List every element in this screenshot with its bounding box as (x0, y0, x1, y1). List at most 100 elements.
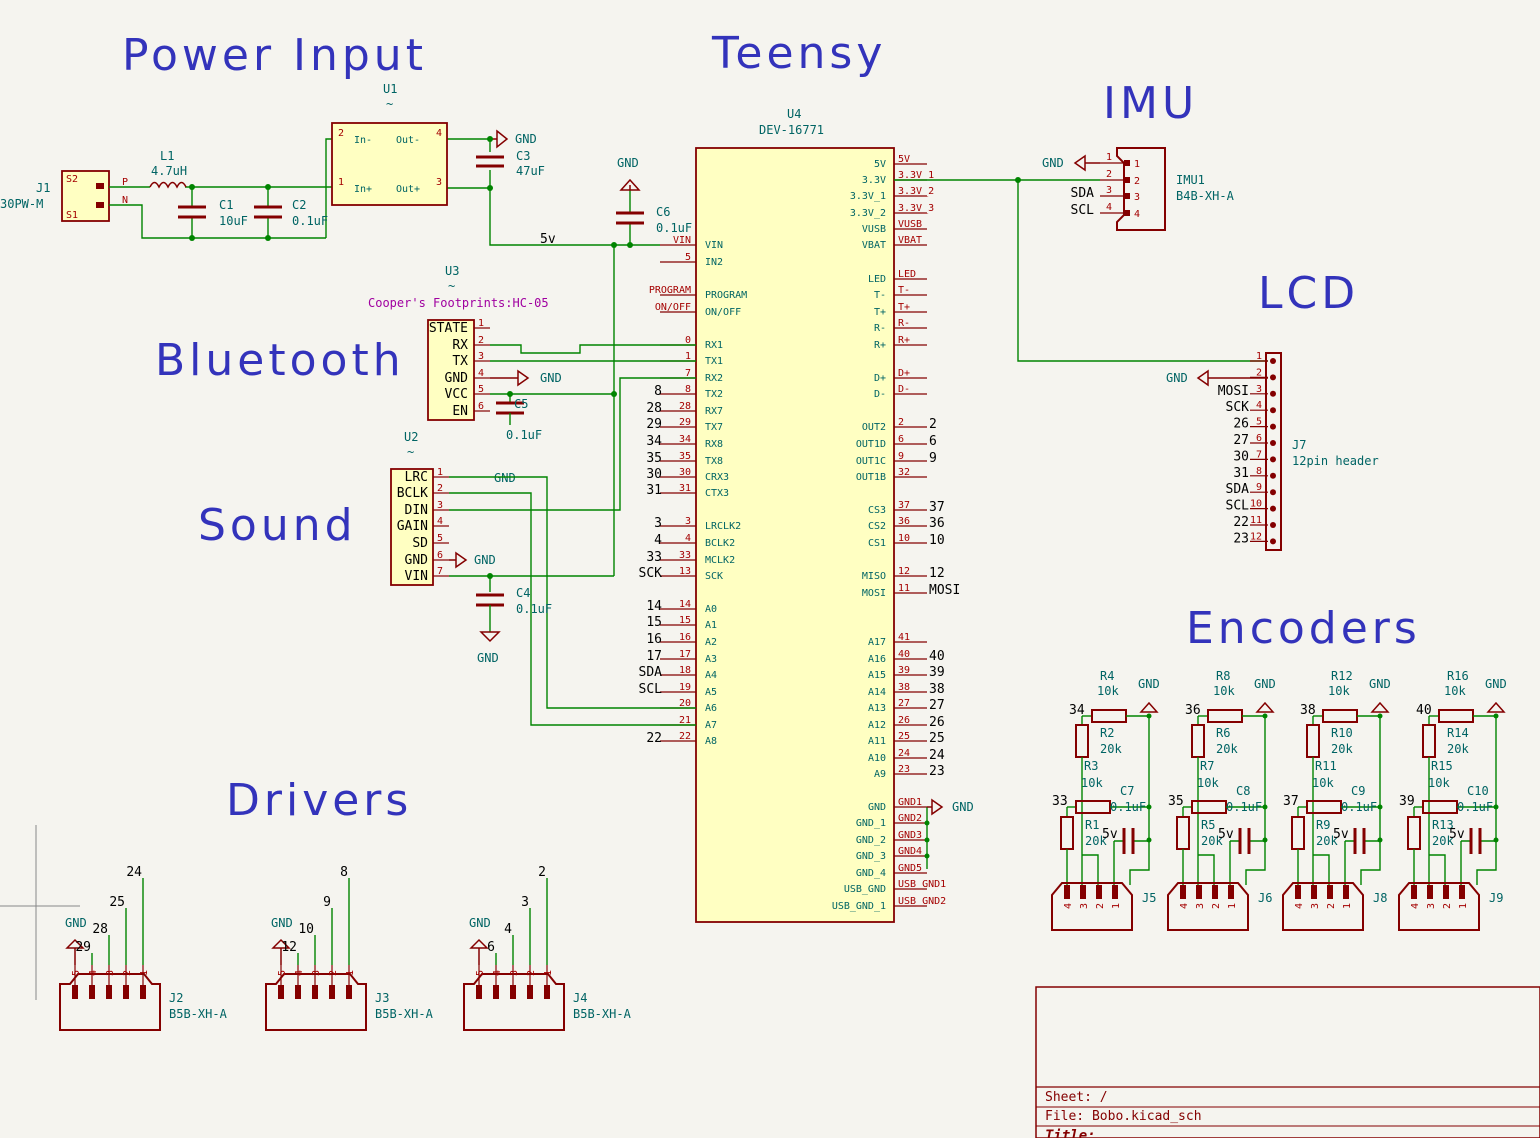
teensy-pin-19-name: A1 (705, 620, 717, 631)
sound-amp-module[interactable] (390, 468, 434, 586)
teensy-rpin-16-num: 32 (898, 467, 910, 478)
bt-pin-num-2: 3 (478, 351, 484, 362)
teensy-rpin-36-name: USB_GND (844, 884, 886, 895)
power-input-block: S2 S1 J1 30PW-M P N L1 4.7uH C1 10uF (0, 82, 614, 246)
gnd-symbol-teensy: GND (927, 798, 974, 816)
encoder-0-rc-val: 10k (1081, 776, 1103, 790)
l1-inductor[interactable]: L1 4.7uH (149, 149, 187, 189)
teensy-value: DEV-16771 (759, 123, 824, 137)
teensy-pin-24-num: 20 (679, 698, 691, 709)
lcd-pin-num-4: 5 (1256, 417, 1262, 428)
j1-barrel-jack[interactable]: S2 S1 J1 30PW-M P N (0, 170, 128, 222)
encoder-2-pin-3: 1 (1342, 903, 1353, 909)
net-5v-label: 5v (540, 232, 556, 247)
svg-text:2: 2 (338, 128, 344, 139)
teensy-body[interactable] (695, 147, 895, 923)
teensy-right-net-18: 36 (929, 516, 945, 531)
teensy-pin-20-name: A2 (705, 637, 717, 648)
encoder-3-n1: 40 (1416, 703, 1432, 718)
encoder-circuit-3[interactable]: GNDR1210k38R1020kR1110k37C90.1uFR920k5v4… (1282, 669, 1391, 931)
teensy-rpin-3-num: 3.3V_3 (898, 203, 934, 214)
svg-text:GND: GND (474, 553, 496, 567)
teensy-pin-1-name: IN2 (705, 257, 723, 268)
encoder-1-n2: 35 (1168, 794, 1184, 809)
driver-2-value: B5B-XH-A (573, 1007, 632, 1021)
bt-pin-num-0: 1 (478, 318, 484, 329)
teensy-rpin-9-name: R- (874, 323, 886, 334)
driver-1-net-1: 12 (281, 940, 297, 955)
u1-ref: U1 (383, 82, 397, 96)
encoder-2-ref: J8 (1373, 891, 1387, 905)
encoder-2-rb: R10 (1331, 726, 1353, 740)
teensy-pin-6-name: RX2 (705, 373, 723, 384)
teensy-rpin-6-num: LED (898, 269, 916, 280)
teensy-pin-22-num: 18 (679, 665, 691, 676)
teensy-pin-16-name: MCLK2 (705, 555, 735, 566)
svg-text:GND: GND (617, 156, 639, 170)
c2-value: 0.1uF (292, 214, 328, 228)
driver-2-pin-2: 3 (509, 970, 520, 976)
teensy-rpin-8-num: T+ (898, 302, 910, 313)
teensy-pin-21-num: 17 (679, 649, 691, 660)
driver-2-pin-0: 5 (475, 970, 486, 976)
driver-0-value: B5B-XH-A (169, 1007, 228, 1021)
c6-capacitor[interactable]: C6 0.1uF (616, 205, 692, 235)
encoder-3-rc-val: 10k (1428, 776, 1450, 790)
teensy-right-net-17: 37 (929, 500, 945, 515)
c4-capacitor[interactable]: C4 0.1uF GND (476, 586, 552, 665)
teensy-pin-5-name: TX1 (705, 356, 723, 367)
section-title-bluetooth: Bluetooth (155, 335, 405, 386)
encoder-0-ra-val: 10k (1097, 684, 1119, 698)
imu-connector[interactable]: IMU1 B4B-XH-A (1116, 147, 1235, 231)
net-p-label: P (122, 177, 128, 188)
svg-text:GND: GND (1042, 156, 1064, 170)
sound-pin-num-2: 3 (437, 500, 443, 511)
encoder-2-n2: 37 (1283, 794, 1299, 809)
c3-capacitor[interactable]: C3 47uF (476, 149, 545, 178)
teensy-pin-19-num: 15 (679, 615, 691, 626)
section-title-imu: IMU (1103, 78, 1198, 129)
teensy-rpin-28-num: 25 (898, 731, 910, 742)
teensy-pin-9-name: TX7 (705, 422, 723, 433)
teensy-rpin-17-num: 37 (898, 500, 910, 511)
u1-dcdc-converter[interactable]: U1 ~ In- In+ Out- Out+ 2 1 4 3 (331, 82, 448, 206)
driver-1-pin-2: 3 (311, 970, 322, 976)
teensy-left-net-23: SCL (639, 682, 663, 697)
imu-pin-num-0: 1 (1106, 152, 1112, 163)
teensy-pin-21-name: A3 (705, 654, 717, 665)
lcd-net-4: 26 (1233, 417, 1249, 432)
teensy-ref: U4 (787, 107, 801, 121)
teensy-left-net-9: 29 (646, 417, 662, 432)
lcd-header[interactable]: J7 12pin header (1265, 352, 1379, 551)
teensy-rpin-33-name: GND_2 (856, 835, 886, 846)
encoder-1-pin-0: 4 (1179, 903, 1190, 909)
c5-capacitor[interactable]: C5 0.1uF (496, 397, 542, 442)
title-block-sheet: Sheet: / (1045, 1090, 1108, 1105)
driver-1-pin-0: 5 (277, 970, 288, 976)
teensy-rpin-31-num: GND1 (898, 797, 922, 808)
encoder-1-n1: 36 (1185, 703, 1201, 718)
hc05-module[interactable] (427, 319, 475, 421)
teensy-rpin-8-name: T+ (874, 307, 886, 318)
encoder-3-gnd: GND (1485, 677, 1507, 691)
sound-pin-num-5: 6 (437, 550, 443, 561)
c1-capacitor[interactable]: C1 10uF (178, 187, 248, 238)
encoder-1-ra: R8 (1216, 669, 1230, 683)
encoder-0-gnd: GND (1138, 677, 1160, 691)
imu-pin-num-2: 3 (1106, 185, 1112, 196)
driver-0-pin-4: 1 (139, 970, 150, 976)
teensy-right-net-26: 27 (929, 698, 945, 713)
encoder-0-rb: R2 (1100, 726, 1114, 740)
c2-capacitor[interactable]: C2 0.1uF (254, 187, 328, 238)
encoder-circuit-4[interactable]: GNDR1610k40R1420kR1510k39C100.1uFR1320k5… (1398, 669, 1507, 931)
bt-pin-num-3: 4 (478, 368, 484, 379)
encoder-2-n1: 38 (1300, 703, 1316, 718)
teensy-rpin-15-name: OUT1C (856, 456, 886, 467)
